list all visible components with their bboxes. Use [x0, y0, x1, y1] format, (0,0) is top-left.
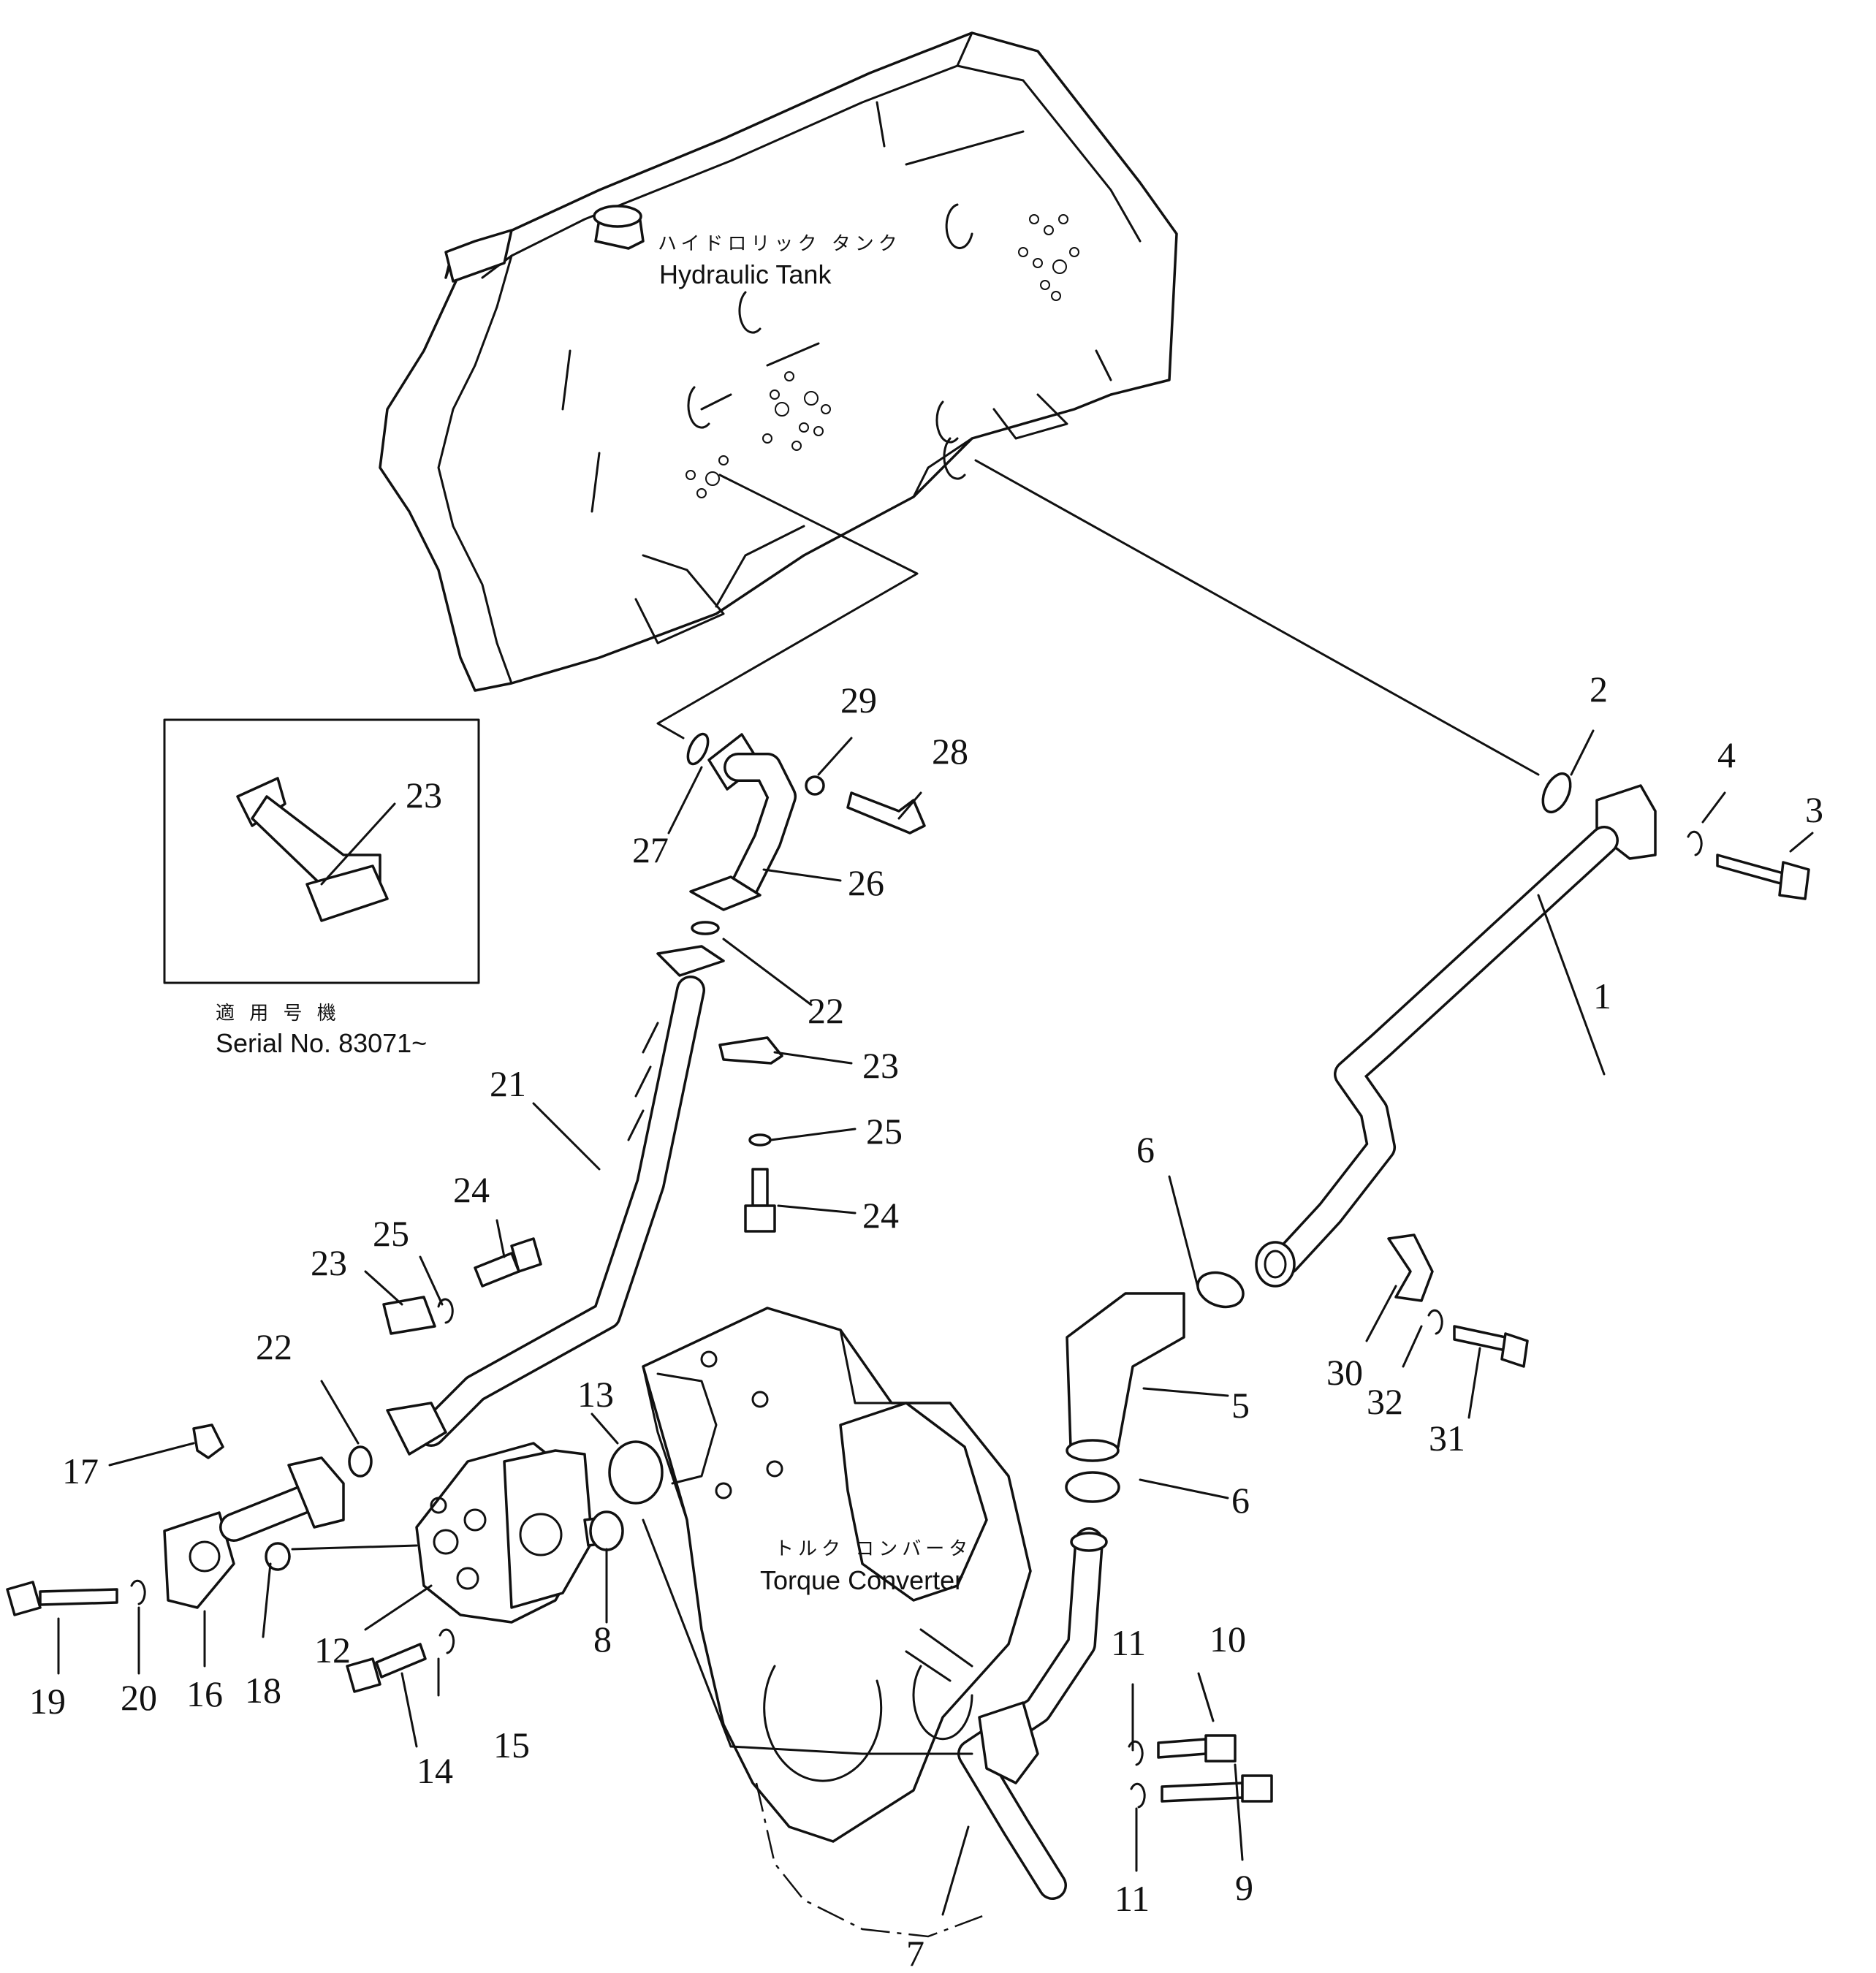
- callouts: 1 2 3 4 5 6 6 7 8 9 10 11 11 12 13 14 15…: [29, 669, 1823, 1973]
- callout-3: 3: [1805, 789, 1823, 830]
- callout-31: 31: [1429, 1418, 1465, 1459]
- part-7-hose: [642, 1518, 1273, 1900]
- part-12-pump: [6, 1423, 664, 1693]
- callout-32: 32: [1367, 1381, 1403, 1422]
- callout-24-left: 24: [453, 1169, 490, 1210]
- hydraulic-tank-label: Hydraulic Tank: [659, 259, 832, 289]
- callout-14: 14: [417, 1750, 453, 1791]
- callout-12: 12: [314, 1630, 351, 1670]
- callout-6-top: 6: [1136, 1129, 1155, 1170]
- callout-9: 9: [1235, 1867, 1253, 1908]
- hydraulic-tank: [379, 31, 1178, 692]
- callout-11-bottom: 11: [1114, 1878, 1150, 1919]
- part-21-hose: [348, 945, 783, 1478]
- callout-26: 26: [848, 862, 884, 903]
- callout-8: 8: [593, 1619, 612, 1660]
- torque-converter-label-jp: トルク コンバータ: [775, 1538, 972, 1560]
- torque-converter: [642, 1307, 1032, 1938]
- leader-tank-to-27: [656, 474, 919, 740]
- leader-tank-to-2: [974, 459, 1540, 776]
- callout-23-left: 23: [311, 1242, 347, 1283]
- callout-23-right: 23: [862, 1045, 899, 1086]
- callout-29: 29: [840, 680, 877, 721]
- callout-16: 16: [186, 1673, 223, 1714]
- callout-2: 2: [1590, 669, 1608, 710]
- callout-4: 4: [1717, 734, 1736, 775]
- callout-27: 27: [632, 829, 669, 870]
- serial-inset: [163, 718, 480, 984]
- callout-7: 7: [906, 1933, 924, 1973]
- callout-1: 1: [1593, 976, 1611, 1016]
- callout-20: 20: [121, 1677, 157, 1718]
- callout-22-left: 22: [256, 1326, 292, 1367]
- serial-label-jp: 適 用 号 機: [216, 1003, 341, 1024]
- part-26-pipe: [686, 732, 926, 935]
- callout-17: 17: [62, 1451, 99, 1491]
- callout-13: 13: [577, 1374, 614, 1415]
- callout-11-top: 11: [1111, 1622, 1146, 1663]
- hydraulic-tank-label-jp: ハイドロリック タンク: [658, 233, 902, 255]
- torque-converter-label: Torque Converter: [760, 1565, 963, 1595]
- callout-19: 19: [29, 1681, 66, 1722]
- leader-lines: [57, 729, 1814, 1916]
- callout-28: 28: [932, 731, 968, 772]
- callout-22-right: 22: [808, 990, 844, 1031]
- callout-30: 30: [1326, 1352, 1363, 1393]
- callout-25-right: 25: [866, 1111, 903, 1152]
- callout-18: 18: [245, 1670, 281, 1711]
- callout-5: 5: [1231, 1385, 1250, 1426]
- callout-24-right: 24: [862, 1195, 899, 1236]
- part-1-tube: [1255, 772, 1810, 1288]
- callout-26-inset: 23: [406, 775, 442, 816]
- callout-21: 21: [490, 1063, 526, 1104]
- part-5-hose: [1065, 1271, 1245, 1503]
- callout-10: 10: [1209, 1619, 1246, 1660]
- callout-15: 15: [493, 1725, 530, 1765]
- part-30-bracket: [1387, 1233, 1529, 1368]
- callout-6-bottom: 6: [1231, 1480, 1250, 1521]
- callout-25-left: 25: [373, 1213, 409, 1254]
- serial-label: Serial No. 83071~: [216, 1028, 427, 1058]
